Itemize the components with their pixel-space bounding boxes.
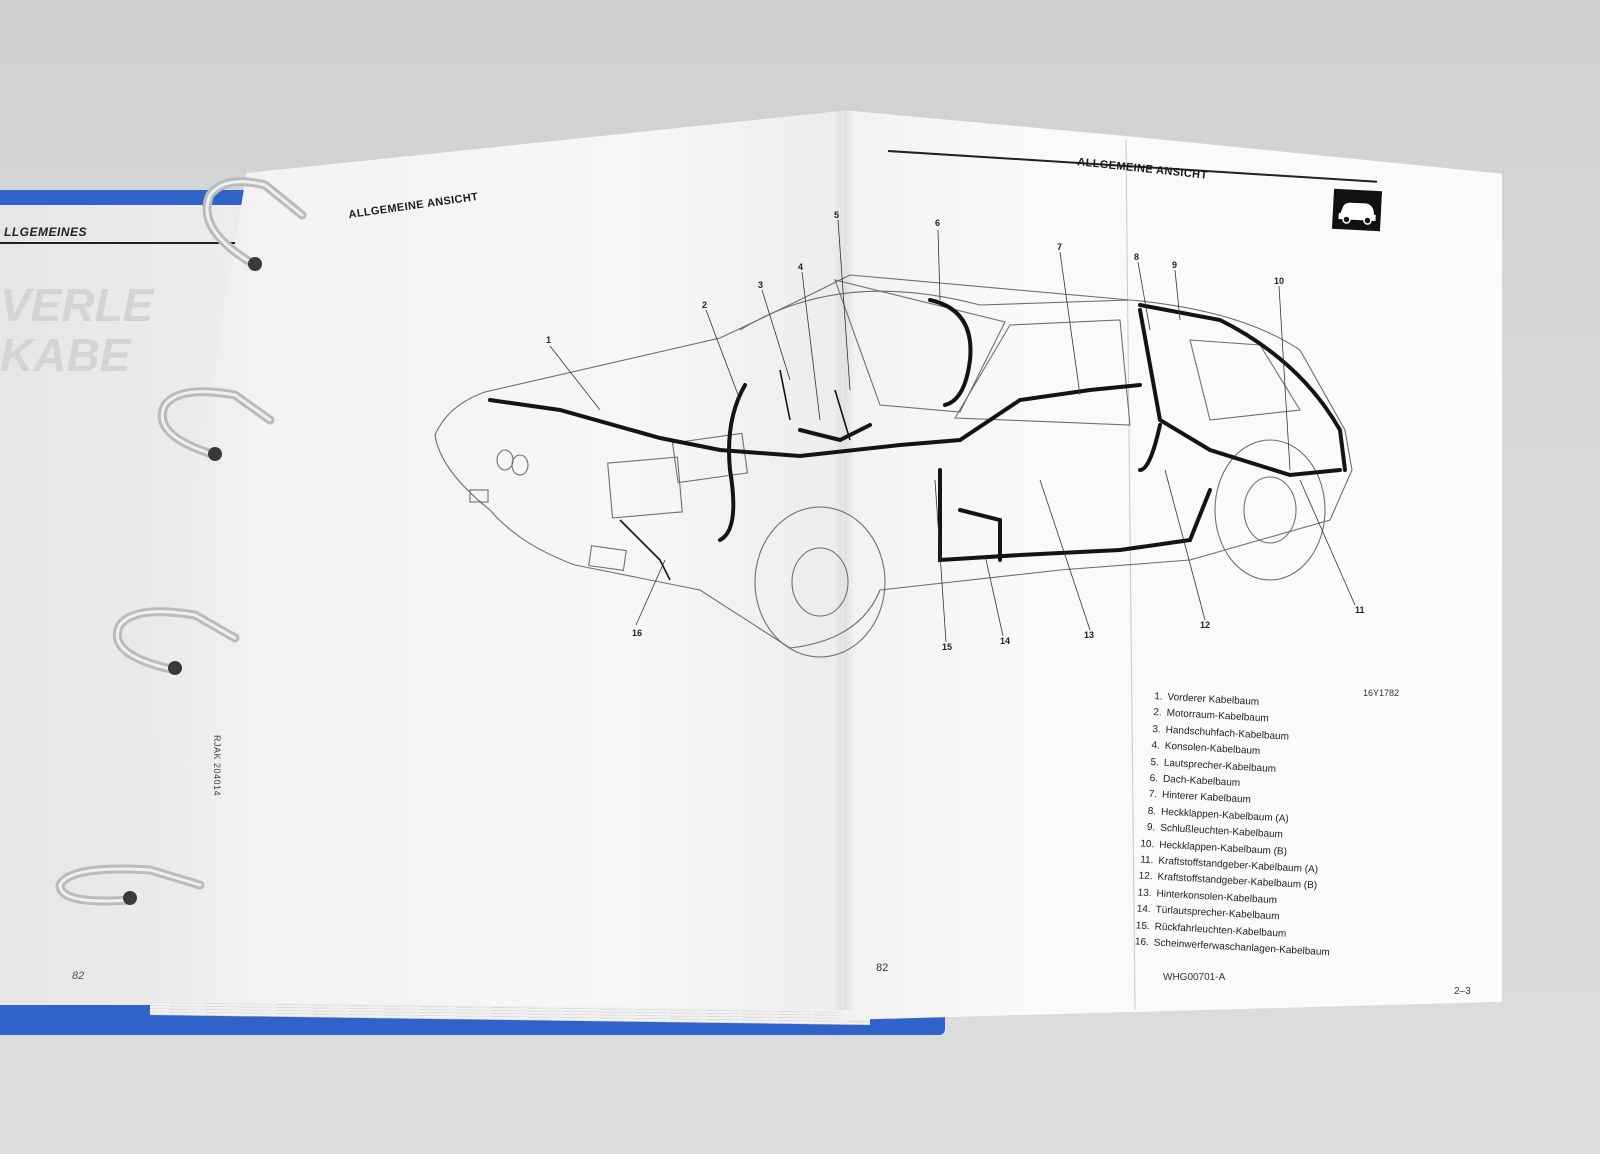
leader-8 [1137, 261, 1151, 331]
car-body-outline [434, 274, 1353, 649]
harness-speaker [834, 389, 851, 441]
harness-roof [928, 298, 973, 407]
horn-left [496, 449, 514, 471]
legend-num: 3. [1152, 723, 1162, 736]
leader-16 [635, 559, 666, 626]
legend-num: 15. [1135, 920, 1151, 932]
harness-tailgate-b [1138, 303, 1347, 472]
legend-num: 16. [1134, 936, 1150, 949]
callout-16: 16 [632, 628, 643, 638]
right-page-number: 2–3 [1454, 986, 1471, 997]
leader-12 [1164, 469, 1206, 621]
binder-ring-3 [112, 607, 240, 675]
leader-6 [937, 229, 941, 301]
front-wheel [754, 506, 886, 658]
callout-4: 4 [798, 262, 804, 272]
left-page-number: 82 [876, 962, 889, 974]
horn-right [511, 454, 529, 476]
harness-front [488, 398, 902, 459]
harness-glovebox [779, 369, 791, 421]
legend-num: 6. [1149, 772, 1159, 785]
legend-num: 10. [1140, 838, 1155, 850]
leader-9 [1174, 269, 1181, 321]
back-ghost-line: VERLE [0, 279, 154, 331]
back-page-number: 82 [72, 970, 85, 982]
leader-5 [837, 219, 851, 391]
legend-num: 2. [1152, 707, 1162, 719]
back-header-rule [0, 242, 240, 244]
back-page-ghost-text: VERLE KABE [0, 280, 153, 380]
rear-window [1189, 339, 1301, 421]
legend-num: 12. [1138, 870, 1153, 883]
leader-4 [801, 271, 821, 421]
callout-3: 3 [758, 280, 764, 290]
legend-num: 4. [1151, 740, 1161, 752]
right-page [842, 110, 1502, 1020]
legend-num: 13. [1137, 887, 1152, 900]
leader-13 [1039, 479, 1091, 631]
figure-code: 16Y1782 [1363, 688, 1400, 698]
binder-ring-4 [55, 864, 205, 906]
callout-7: 7 [1057, 242, 1063, 252]
leader-1 [549, 345, 601, 411]
callout-5: 5 [834, 210, 840, 220]
car-icon [1331, 188, 1383, 232]
leader-10 [1278, 285, 1291, 471]
legend-num: 5. [1150, 756, 1160, 769]
leader-2 [705, 309, 741, 401]
leader-14 [984, 554, 1004, 637]
windshield [834, 279, 1006, 413]
document-code: WHG00701-A [1163, 972, 1226, 983]
callout-10: 10 [1274, 276, 1285, 286]
margin-code: RJAK 204014 [212, 735, 222, 797]
callout-9: 9 [1172, 260, 1178, 270]
harness-rear [898, 383, 1142, 447]
rear-wheel [1214, 439, 1326, 581]
leader-7 [1059, 251, 1081, 396]
leader-3 [761, 289, 791, 381]
front-wheel-hub [791, 547, 849, 617]
callout-12: 12 [1200, 620, 1211, 630]
page-fold-shadow [835, 110, 855, 1010]
fog-lamp [588, 545, 627, 572]
binder-ring-1 [202, 177, 307, 271]
leader-11 [1299, 479, 1356, 606]
callout-6: 6 [935, 218, 941, 228]
leader-15 [934, 479, 947, 643]
roof-line [739, 290, 1131, 331]
legend-num: 9. [1146, 822, 1156, 834]
harness-fuel [1138, 423, 1162, 472]
harness-floor [938, 468, 1212, 563]
air-filter [607, 456, 683, 519]
harness-headlamp-washer [619, 519, 671, 581]
harness-tailgate [1138, 308, 1342, 478]
callout-11: 11 [1355, 605, 1365, 615]
legend-num: 1. [1153, 691, 1163, 703]
callout-1: 1 [546, 335, 552, 345]
headlamp-washer [469, 489, 489, 503]
legend-num: 14. [1136, 903, 1151, 916]
legend-num: 7. [1148, 789, 1158, 801]
binder-ring-2 [157, 387, 275, 461]
callout-15: 15 [942, 642, 953, 652]
harness-legend: 1.Vorderer Kabelbaum 2.Motorraum-Kabelba… [1120, 688, 1434, 967]
harness-console [798, 423, 872, 443]
callout-8: 8 [1134, 252, 1140, 262]
side-window [954, 319, 1131, 426]
harness-engine [718, 383, 747, 542]
harness-door [958, 508, 1002, 562]
back-page-header: LLGEMEINES [4, 225, 88, 239]
callout-2: 2 [702, 300, 708, 310]
callout-13: 13 [1084, 630, 1095, 640]
rear-wheel-hub [1243, 476, 1297, 544]
callout-14: 14 [1000, 636, 1011, 646]
back-ghost-line: KABE [0, 329, 131, 381]
legend-num: 11. [1139, 854, 1154, 867]
legend-num: 8. [1147, 805, 1157, 818]
